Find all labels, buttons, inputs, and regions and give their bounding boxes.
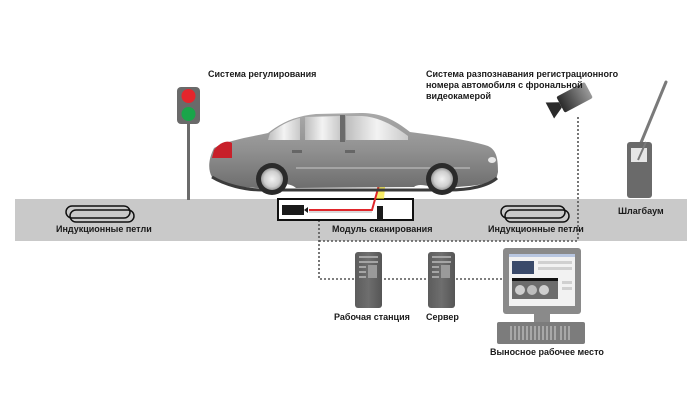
signal-green-light [181,107,196,121]
label-induction-loops-left: Индукционные петли [56,224,152,234]
label-server: Сервер [426,312,459,322]
label-barrier: Шлагбаум [618,206,664,216]
label-plate-recognition: Система разпознавания регистрационного н… [426,69,619,101]
induction-loop-left-icon [65,205,135,223]
label-scan-module: Модуль сканирования [332,224,433,234]
video-camera-icon [545,82,593,119]
signal-red-light [181,89,196,103]
label-remote-workplace: Выносное рабочее место [490,347,604,357]
workstation-tower-icon [355,252,382,308]
car-icon [209,113,498,195]
monitor-icon [497,248,585,344]
barrier-arm [636,80,668,152]
car-window-front [346,116,408,140]
label-induction-loops-right: Индукционные петли [488,224,584,234]
traffic-light-icon [177,87,200,200]
label-workstation: Рабочая станция [334,312,410,322]
car-window-rear [268,118,300,140]
car-window-middle [305,116,340,140]
server-tower-icon [428,252,455,308]
barrier-gate-icon [627,80,668,198]
car-tail-light [212,141,232,158]
induction-loop-right-icon [500,205,570,223]
label-traffic-control: Система регулирования [208,69,317,79]
